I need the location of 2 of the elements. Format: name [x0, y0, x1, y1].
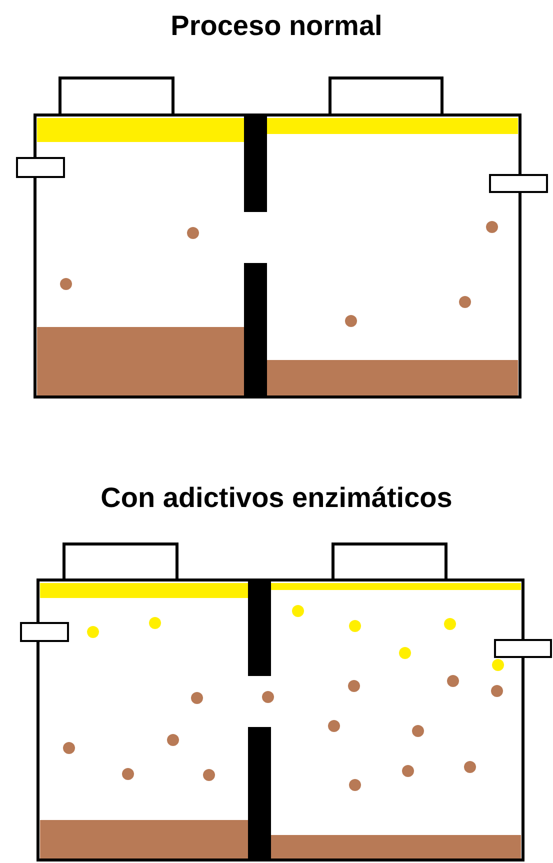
heading: Proceso normal [170, 10, 382, 42]
heading: Con adictivos enzimáticos [100, 482, 452, 514]
